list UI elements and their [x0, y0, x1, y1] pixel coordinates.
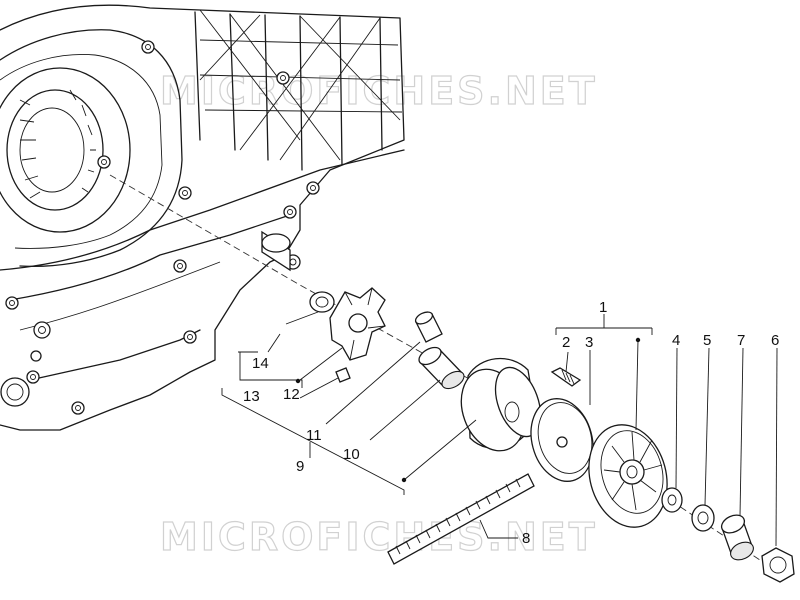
callout-12: 12 [283, 386, 300, 403]
callout-10: 10 [343, 446, 360, 463]
callout-11: 11 [306, 427, 322, 444]
callout-9: 9 [296, 458, 304, 475]
callout-6: 6 [771, 332, 779, 349]
housing-bolt-holes [0, 40, 320, 415]
part-7-bushing [720, 514, 754, 561]
part-2-screw [550, 367, 582, 387]
callout-13: 13 [243, 388, 260, 405]
part-1-fan-pulley [588, 424, 668, 528]
part-3-disc [530, 398, 594, 482]
callout-8: 8 [522, 530, 530, 547]
callout-4: 4 [672, 332, 680, 349]
callout-3: 3 [585, 334, 593, 351]
part-10-sleeve [418, 346, 465, 390]
callout-7: 7 [737, 332, 745, 349]
part-4-washer [661, 487, 683, 513]
callout-labels: 1 2 3 4 5 7 6 14 13 12 11 10 9 8 [243, 299, 779, 547]
shaft-axis-line [109, 174, 761, 561]
part-9-pulley-drum [460, 357, 542, 452]
part-5-washer [691, 504, 715, 532]
part-12-slider [335, 367, 351, 383]
callout-1: 1 [599, 299, 607, 316]
watermark-bottom: MICROFICHES.NET [160, 515, 598, 559]
part-6-hex-nut [761, 547, 795, 583]
callout-14: 14 [252, 355, 269, 372]
callout-5: 5 [703, 332, 711, 349]
part-14-bushing [309, 291, 335, 313]
leader-lines [221, 311, 778, 547]
part-13-ramp-plate [329, 287, 386, 361]
callout-2: 2 [562, 334, 570, 351]
part-8-belt [387, 473, 535, 565]
crankcase-housing [0, 4, 405, 431]
part-11-spacer [414, 311, 443, 343]
